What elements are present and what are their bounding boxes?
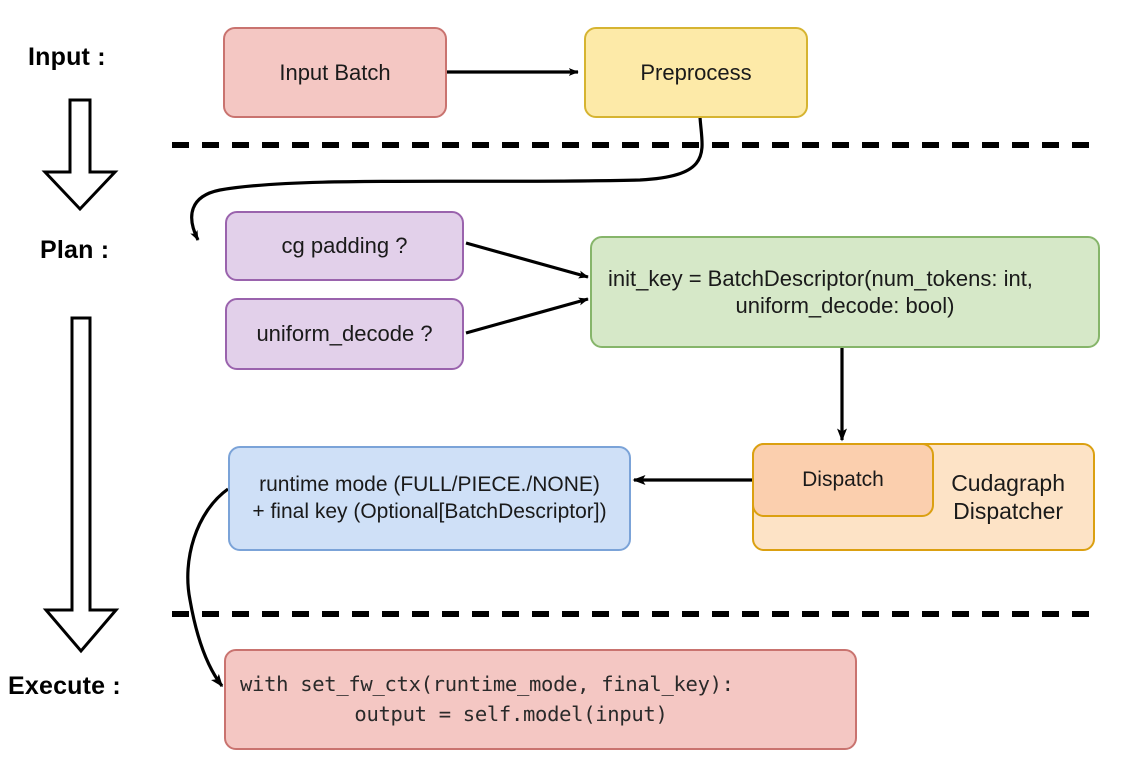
node-preprocess[interactable]: Preprocess	[584, 27, 808, 118]
stage-arrow-input-to-plan	[41, 98, 119, 212]
node-preprocess-label: Preprocess	[640, 59, 752, 85]
node-init-key-line1: init_key = BatchDescriptor(num_tokens: i…	[608, 265, 1033, 291]
node-runtime-mode-line1: runtime mode (FULL/PIECE./NONE)	[259, 473, 600, 497]
node-execute-code-text: with set_fw_ctx(runtime_mode, final_key)…	[240, 671, 734, 726]
stage-label-input: Input :	[28, 43, 106, 71]
node-runtime-mode[interactable]: runtime mode (FULL/PIECE./NONE) + final …	[228, 446, 631, 551]
edge-cgpadding-to-initkey	[465, 241, 589, 279]
node-uniform-decode-label: uniform_decode ?	[256, 321, 433, 347]
node-cg-padding-label: cg padding ?	[281, 233, 408, 259]
node-cudagraph-dispatcher-label-line2: Dispatcher	[953, 498, 1064, 524]
node-dispatch-label: Dispatch	[802, 467, 884, 491]
stage-label-plan: Plan :	[40, 236, 110, 264]
stage-label-execute: Execute :	[8, 672, 121, 700]
node-init-key[interactable]: init_key = BatchDescriptor(num_tokens: i…	[590, 236, 1100, 348]
node-input-batch-label: Input Batch	[279, 59, 391, 85]
node-cg-padding[interactable]: cg padding ?	[225, 211, 464, 281]
node-cudagraph-dispatcher-label: Cudagraph Dispatcher	[951, 469, 1065, 525]
node-dispatch[interactable]: Dispatch	[752, 443, 934, 517]
node-runtime-mode-line2: + final key (Optional[BatchDescriptor])	[252, 499, 607, 523]
edge-runtimemode-to-execute	[186, 487, 229, 688]
stage-arrow-plan-to-execute	[42, 316, 120, 654]
node-uniform-decode[interactable]: uniform_decode ?	[225, 298, 464, 370]
node-execute-code[interactable]: with set_fw_ctx(runtime_mode, final_key)…	[224, 649, 857, 750]
node-init-key-line2: uniform_decode: bool)	[735, 293, 955, 318]
node-cudagraph-dispatcher-label-line1: Cudagraph	[951, 469, 1065, 496]
node-input-batch[interactable]: Input Batch	[223, 27, 447, 118]
edge-uniformdecode-to-initkey	[465, 297, 589, 335]
